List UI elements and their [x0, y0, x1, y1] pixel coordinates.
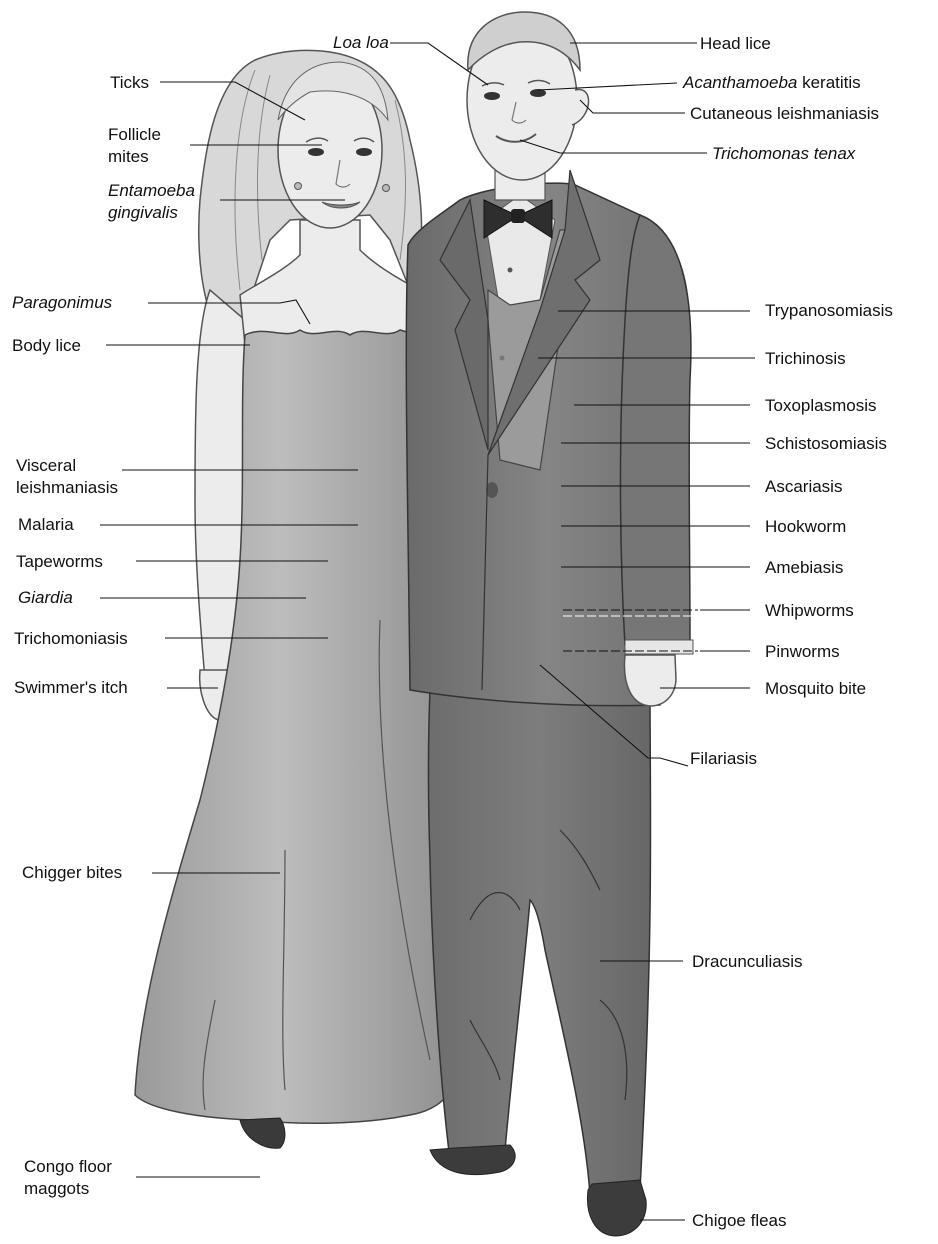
man-shirt-cuff [625, 640, 693, 654]
label-cutaneous-leishmaniasis: Cutaneous leishmaniasis [690, 103, 879, 124]
man-eye-left [484, 92, 500, 100]
label-trichomoniasis: Trichomoniasis [14, 628, 128, 649]
label-entamoeba-line1: Entamoeba [108, 180, 195, 201]
label-follicle-mites-line2: mites [108, 146, 149, 167]
label-pinworms: Pinworms [765, 641, 840, 662]
label-hookworm: Hookworm [765, 516, 846, 537]
label-visceral-line1: Visceral [16, 455, 76, 476]
label-paragonimus: Paragonimus [12, 292, 112, 313]
label-acanthamoeba-italic: Acanthamoeba [683, 73, 797, 92]
label-entamoeba-line2: gingivalis [108, 202, 178, 223]
label-chigoe-fleas: Chigoe fleas [692, 1210, 787, 1231]
label-malaria: Malaria [18, 514, 74, 535]
man-sleeve [620, 215, 690, 645]
label-head-lice: Head lice [700, 33, 771, 54]
label-tapeworms: Tapeworms [16, 551, 103, 572]
label-filariasis: Filariasis [690, 748, 757, 769]
label-trypanosomiasis: Trypanosomiasis [765, 300, 893, 321]
woman-eye-right [356, 148, 372, 156]
woman-eye-left [308, 148, 324, 156]
label-acanthamoeba-keratitis: Acanthamoeba keratitis [683, 72, 861, 93]
label-mosquito-bite: Mosquito bite [765, 678, 866, 699]
label-schistosomiasis: Schistosomiasis [765, 433, 887, 454]
label-follicle-mites-line1: Follicle [108, 124, 161, 145]
label-amebiasis: Amebiasis [765, 557, 843, 578]
man-pants [429, 690, 651, 1195]
label-giardia: Giardia [18, 587, 73, 608]
label-swimmers-itch: Swimmer's itch [14, 677, 128, 698]
man-shoe-right [587, 1180, 646, 1236]
label-toxoplasmosis: Toxoplasmosis [765, 395, 877, 416]
label-trichomonas-tenax: Trichomonas tenax [712, 143, 855, 164]
label-trichinosis: Trichinosis [765, 348, 846, 369]
label-dracunculiasis: Dracunculiasis [692, 951, 803, 972]
label-whipworms: Whipworms [765, 600, 854, 621]
woman-shoe [240, 1118, 285, 1148]
man-figure [406, 12, 693, 1236]
label-keratitis: keratitis [797, 73, 860, 92]
label-loa-loa: Loa loa [333, 32, 389, 53]
label-chigger-bites: Chigger bites [22, 862, 122, 883]
label-ticks: Ticks [110, 72, 149, 93]
label-ascariasis: Ascariasis [765, 476, 842, 497]
label-visceral-line2: leishmaniasis [16, 477, 118, 498]
label-congo-line1: Congo floor [24, 1156, 112, 1177]
man-shoe-left [430, 1145, 515, 1175]
label-body-lice: Body lice [12, 335, 81, 356]
label-congo-line2: maggots [24, 1178, 89, 1199]
